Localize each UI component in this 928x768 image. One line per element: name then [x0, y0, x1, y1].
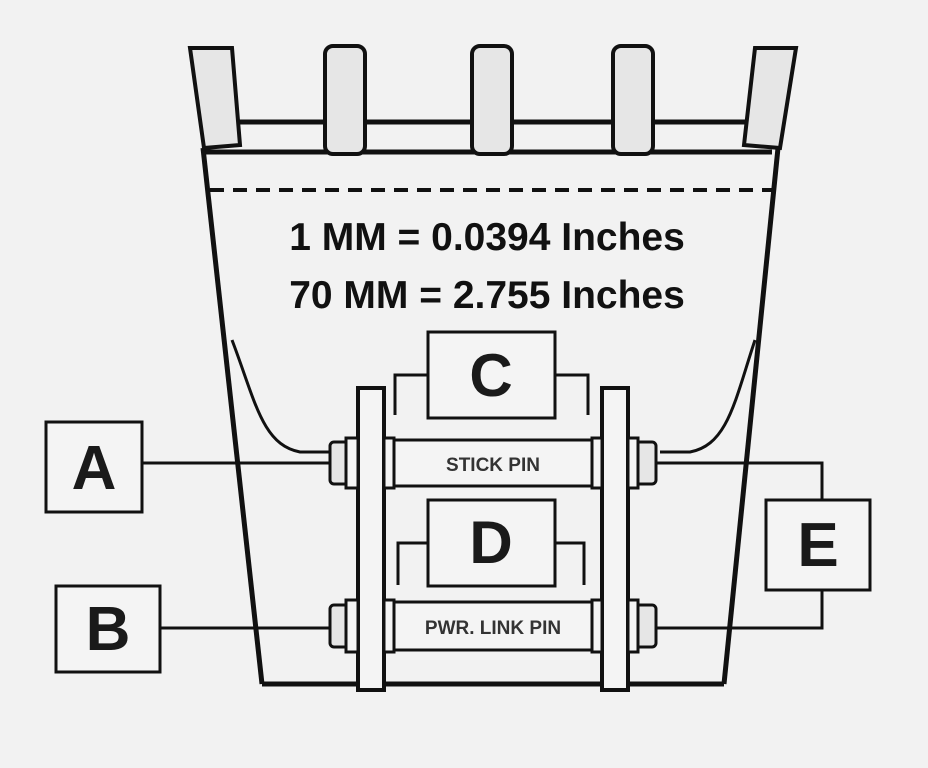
label-c: C	[469, 342, 512, 409]
bucket-body	[200, 119, 781, 687]
power-link-pin-label: PWR. LINK PIN	[425, 618, 561, 639]
conversion-line-2: 70 MM = 2.755 Inches	[289, 274, 685, 317]
bucket-left-side	[200, 147, 265, 685]
label-box-d	[426, 498, 557, 588]
c-measurement: C	[393, 330, 590, 420]
tooth-5	[741, 46, 799, 151]
label-b-group: B	[54, 584, 162, 674]
conversion-line-1: 1 MM = 0.0394 Inches	[289, 216, 685, 259]
label-box-a	[44, 420, 144, 514]
tooth-4	[611, 44, 655, 156]
right-gusset	[660, 339, 757, 454]
d-measurement: D	[396, 498, 586, 588]
bucket-right-side	[721, 147, 781, 685]
label-e: E	[797, 511, 838, 580]
left-link-plate	[356, 386, 386, 692]
tooth-1	[187, 46, 243, 151]
label-b: B	[86, 595, 131, 664]
left-gusset	[230, 339, 330, 454]
power-link-pin	[386, 600, 600, 652]
label-d: D	[469, 509, 512, 576]
right-link-plate	[600, 386, 630, 692]
leader-lines	[142, 461, 824, 630]
link-plates	[344, 386, 640, 692]
stick-pin-label: STICK PIN	[446, 455, 540, 476]
label-box-e	[764, 498, 872, 592]
tooth-3	[470, 44, 514, 156]
bucket-teeth	[187, 44, 799, 156]
label-box-b	[54, 584, 162, 674]
label-a-group: A	[44, 420, 144, 514]
tooth-2	[323, 44, 367, 156]
leader-e	[656, 461, 824, 630]
label-a: A	[72, 434, 117, 503]
label-e-group: E	[764, 498, 872, 592]
label-box-c	[426, 330, 557, 420]
